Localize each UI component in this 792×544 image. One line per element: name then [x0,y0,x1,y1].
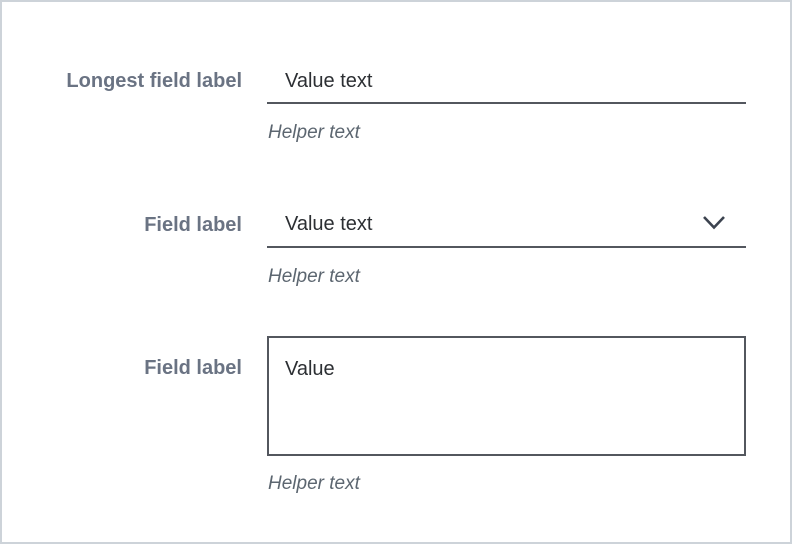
select-value: Value text [285,213,373,235]
helper-text-1: Helper text [268,122,360,143]
helper-text-3: Helper text [268,473,360,494]
select-control[interactable]: Value text [267,204,746,248]
chevron-down-icon [703,216,725,230]
helper-text-2: Helper text [268,266,360,287]
textarea-input[interactable]: Value [267,336,746,456]
text-input[interactable] [267,60,746,104]
field-label-textarea: Field label [144,357,242,379]
field-label-text: Longest field label [66,70,242,92]
field-label-select: Field label [144,214,242,236]
